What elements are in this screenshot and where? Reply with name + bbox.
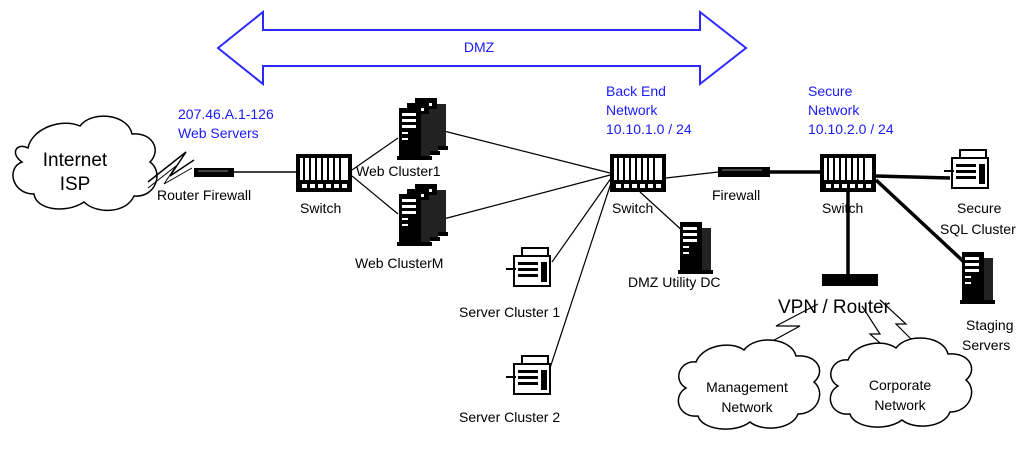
corporate-network-cloud: [829, 337, 973, 428]
backend-label-line3: 10.10.1.0 / 24: [606, 121, 692, 137]
management-network-cloud: [677, 339, 821, 430]
server-cluster2-icon: [505, 355, 551, 395]
router-firewall-icon: [194, 168, 234, 177]
secure-sql-label-line1: Secure: [957, 200, 1002, 216]
staging-label-line1: Staging: [966, 317, 1013, 333]
web-cluster1-label: Web Cluster1: [356, 163, 441, 179]
switch-label-web: Switch: [300, 200, 341, 216]
secure-label-line2: Network: [808, 102, 860, 118]
backend-label-line2: Network: [606, 102, 658, 118]
staging-servers-icon: [960, 252, 995, 304]
secure-label-line1: Secure: [808, 83, 853, 99]
secure-label-line3: 10.10.2.0 / 24: [808, 121, 894, 137]
secure-sql-label-line2: SQL Cluster: [940, 221, 1016, 237]
web-segment-ip-label: 207.46.A.1-126: [178, 106, 274, 122]
firewall-label: Firewall: [712, 187, 760, 203]
dmz-utility-dc-label: DMZ Utility DC: [628, 274, 721, 290]
web-cluster1-icon: [397, 98, 448, 160]
internet-label-line2: ISP: [60, 174, 91, 195]
switch-label-secure: Switch: [822, 200, 863, 216]
switch-icon-backend: [609, 153, 667, 193]
secure-sql-cluster-icon: [943, 149, 989, 189]
switch-label-backend: Switch: [612, 200, 653, 216]
server-cluster1-label: Server Cluster 1: [459, 304, 560, 320]
corporate-label-line1: Corporate: [869, 377, 931, 393]
corporate-label-line2: Network: [874, 397, 926, 413]
web-clusterm-icon: [397, 184, 448, 246]
server-cluster2-label: Server Cluster 2: [459, 409, 560, 425]
vpn-router-label: VPN / Router: [778, 297, 891, 318]
switch-icon-web: [295, 153, 353, 193]
dmz-label: DMZ: [464, 39, 495, 55]
web-clusterm-label: Web ClusterM: [355, 255, 443, 271]
vpn-router-icon: [822, 274, 878, 286]
connection-lines: [212, 127, 966, 369]
web-segment-name-label: Web Servers: [178, 125, 259, 141]
dmz-arrow: [216, 9, 748, 87]
wan-lightning-icon: [147, 151, 195, 189]
management-label-line2: Network: [721, 399, 773, 415]
dmz-utility-dc-icon: [678, 222, 713, 274]
firewall-icon: [718, 167, 770, 177]
switch-icon-secure: [819, 153, 877, 193]
management-label-line1: Management: [706, 379, 788, 395]
server-cluster1-icon: [505, 247, 551, 287]
internet-label-line1: Internet: [43, 150, 108, 171]
backend-label-line1: Back End: [606, 83, 666, 99]
staging-label-line2: Servers: [962, 337, 1010, 353]
router-firewall-label: Router Firewall: [157, 187, 251, 203]
internet-cloud: [12, 115, 158, 212]
